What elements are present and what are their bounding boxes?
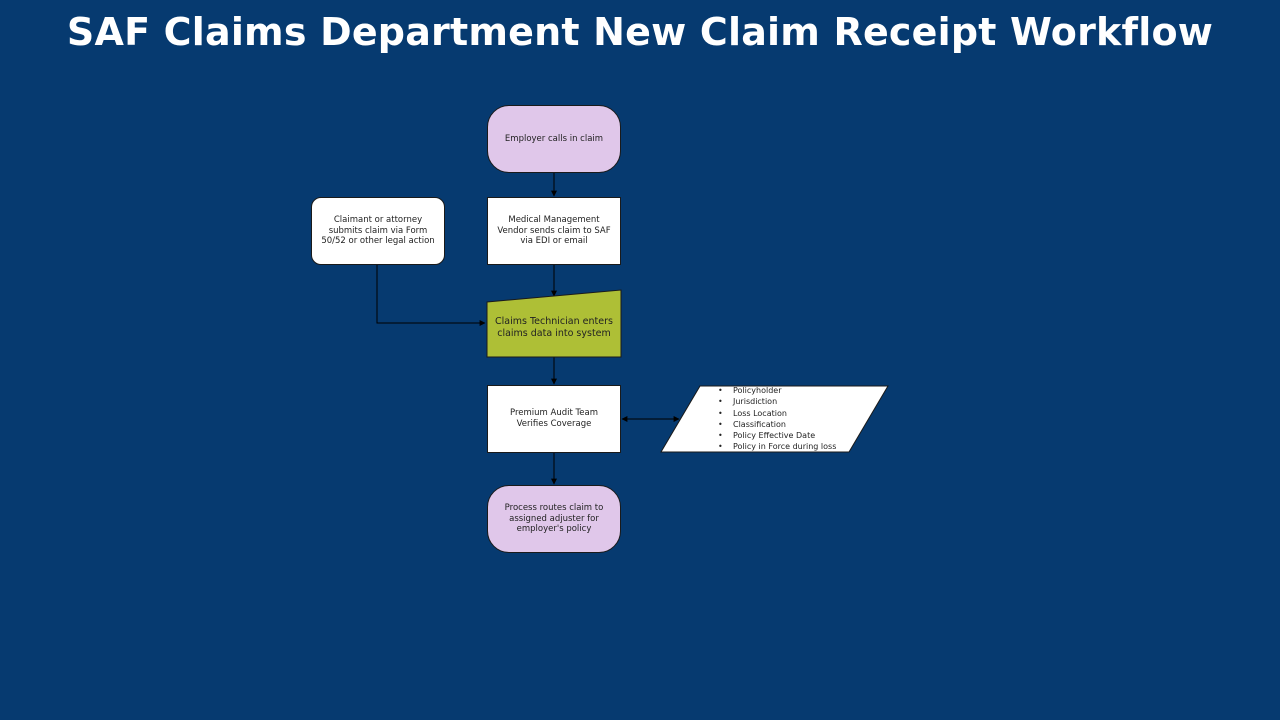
connector-claimant-to-technician (376, 265, 486, 326)
coverage-checklist: Policyholder Jurisdiction Loss Location … (718, 385, 836, 453)
page-title: SAF Claims Department New Claim Receipt … (66, 10, 1214, 54)
technician-node: Claims Technician enters claims data int… (495, 315, 613, 339)
coverage-item: Policy in Force during loss (718, 441, 836, 452)
start-node: Employer calls in claim (487, 105, 621, 173)
coverage-item: Jurisdiction (718, 396, 836, 407)
coverage-item: Policy Effective Date (718, 430, 836, 441)
manual-input-shape (486, 289, 622, 358)
coverage-item: Policyholder (718, 385, 836, 396)
audit-process-node: Premium Audit Team Verifies Coverage (487, 385, 621, 453)
vendor-process-node: Medical Management Vendor sends claim to… (487, 197, 621, 265)
end-node: Process routes claim to assigned adjuste… (487, 485, 621, 553)
claimant-node: Claimant or attorney submits claim via F… (311, 197, 445, 265)
coverage-item: Classification (718, 419, 836, 430)
coverage-item: Loss Location (718, 408, 836, 419)
